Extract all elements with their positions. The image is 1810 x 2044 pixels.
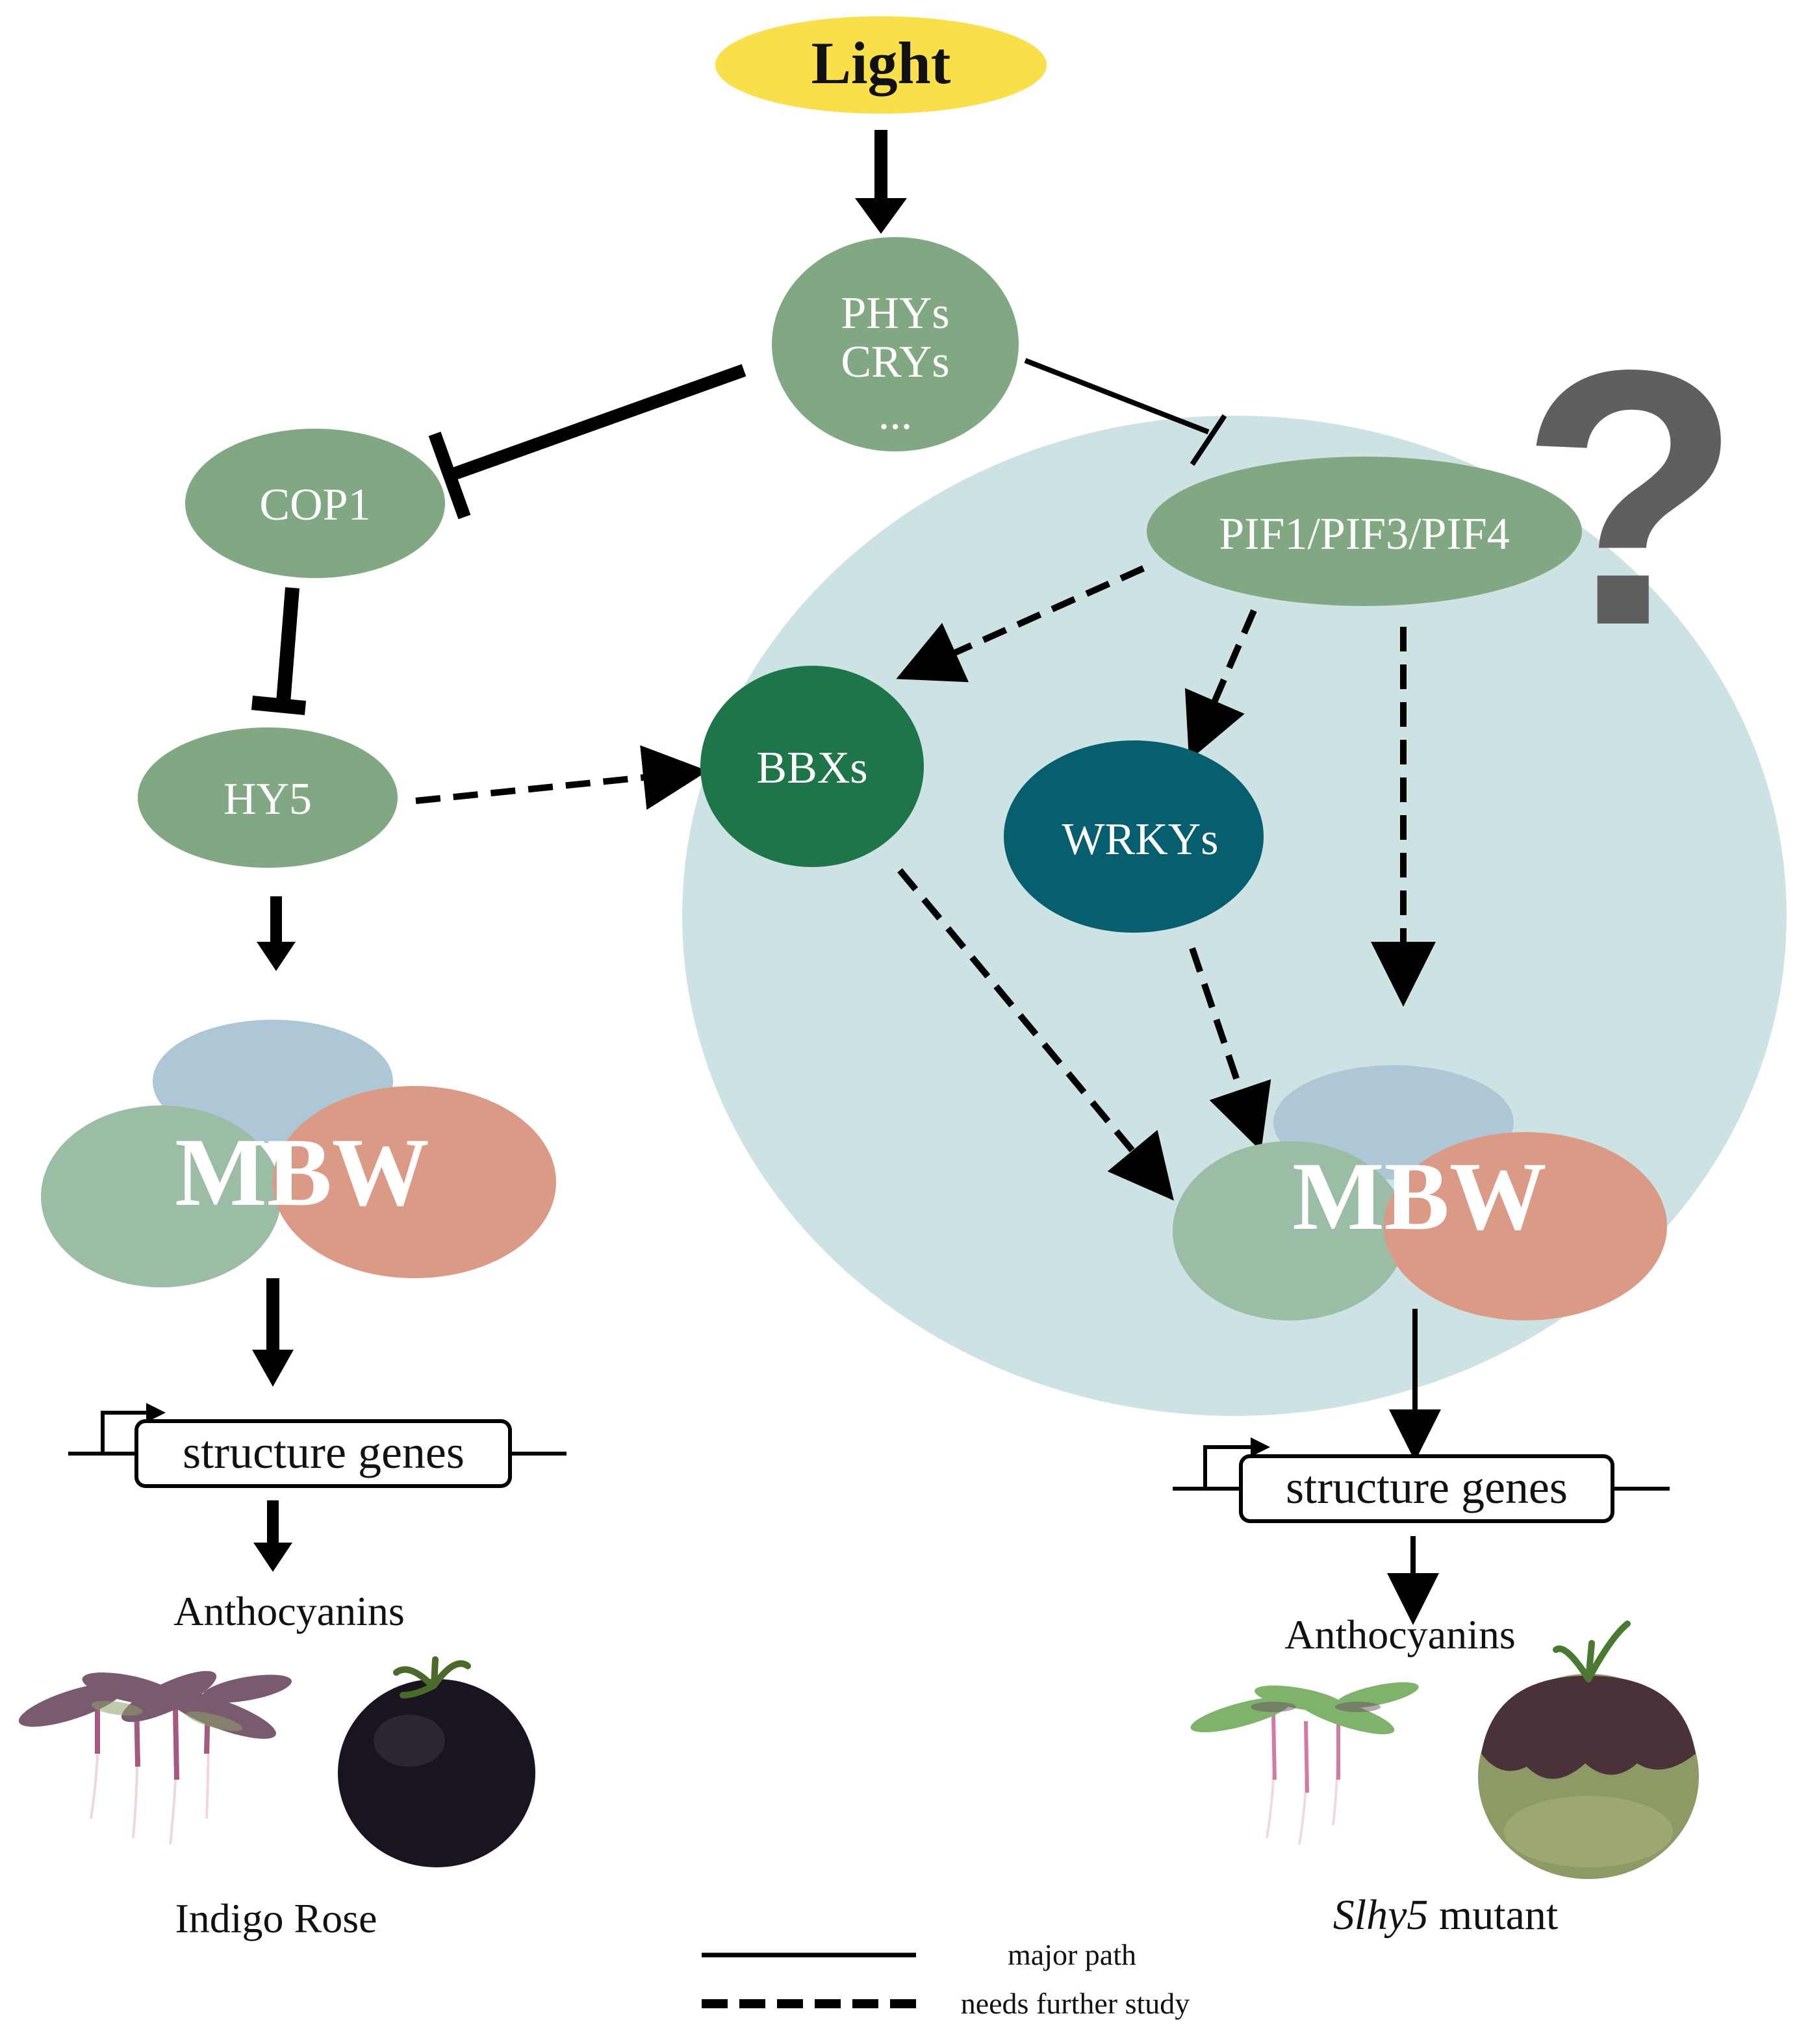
indigo-rose-caption: Indigo Rose — [175, 1895, 377, 1941]
structure-genes-left-box — [134, 1419, 512, 1488]
hy5-label: HY5 — [223, 774, 312, 824]
anthocyanins-left-label: Anthocyanins — [173, 1588, 405, 1634]
light-to-photoreceptors-arrow — [855, 130, 907, 234]
bbx-label: BBXs — [756, 743, 867, 793]
pif-to-bbx-arrow — [896, 565, 1145, 683]
crys-label: CRYs — [841, 337, 949, 387]
mbw-left-red — [273, 1086, 556, 1278]
hy5-to-bbx-arrow — [415, 745, 708, 810]
hy5-to-mbw-arrow — [257, 896, 296, 971]
mbw-left-label: MBW — [175, 1118, 429, 1226]
pif-to-wrky-arrow — [1184, 609, 1257, 761]
photoreceptors-inhibit-cop1 — [428, 364, 746, 520]
mbw-right-complex: MBW — [1173, 1065, 1667, 1320]
hy5-node — [138, 727, 398, 868]
structure-genes-right-box — [1239, 1454, 1614, 1523]
mbw-left-complex: MBW — [41, 1020, 556, 1287]
indigo-rose-seedling-image — [18, 1671, 292, 1845]
mbw-left-green — [41, 1105, 281, 1287]
mbw-left-to-genes-arrow — [252, 1278, 294, 1387]
wrky-to-mbw-arrow — [1189, 947, 1271, 1152]
genes-left-to-anthocyanins-arrow — [253, 1500, 292, 1572]
mbw-right-green — [1173, 1141, 1407, 1320]
slhy5-seedling-image — [1190, 1682, 1419, 1845]
legend-dashed-label: needs further study — [961, 1987, 1190, 2020]
legend: major path needs further study — [702, 1938, 1190, 2020]
photoreceptors-node — [772, 237, 1019, 451]
pif-node — [1147, 457, 1582, 606]
light-node — [715, 16, 1047, 114]
structure-genes-left: structure genes — [68, 1403, 567, 1488]
anthocyanins-right-label: Anthocyanins — [1284, 1611, 1516, 1658]
bbx-to-mbw-arrow — [897, 868, 1174, 1201]
mbw-right-label: MBW — [1292, 1142, 1547, 1250]
structure-genes-left-label: structure genes — [183, 1426, 465, 1478]
mutant-word: mutant — [1428, 1891, 1558, 1939]
bbx-node — [700, 666, 924, 867]
indigo-rose-tomato-image — [338, 1656, 535, 1867]
slhy5-tomato-image — [1478, 1621, 1699, 1879]
light-label: Light — [811, 30, 951, 96]
structure-genes-right: structure genes — [1173, 1437, 1670, 1523]
photoreceptors-inhibit-pif — [1024, 358, 1227, 466]
ellipsis-label: ... — [878, 389, 913, 439]
wrky-label: WRKYs — [1062, 814, 1218, 864]
wrky-node — [1004, 740, 1264, 933]
cop1-inhibit-hy5 — [251, 587, 307, 715]
structure-genes-right-label: structure genes — [1286, 1461, 1568, 1513]
cop1-label: COP1 — [259, 480, 370, 530]
slhy5-mutant-caption: Slhy5 mutant — [1333, 1891, 1558, 1939]
cop1-node — [185, 429, 445, 578]
mbw-right-red — [1384, 1132, 1667, 1320]
slhy5-gene-name: Slhy5 — [1333, 1891, 1429, 1939]
phys-label: PHYs — [841, 288, 949, 338]
pif-label: PIF1/PIF3/PIF4 — [1219, 509, 1509, 559]
legend-solid-label: major path — [1008, 1938, 1136, 1971]
